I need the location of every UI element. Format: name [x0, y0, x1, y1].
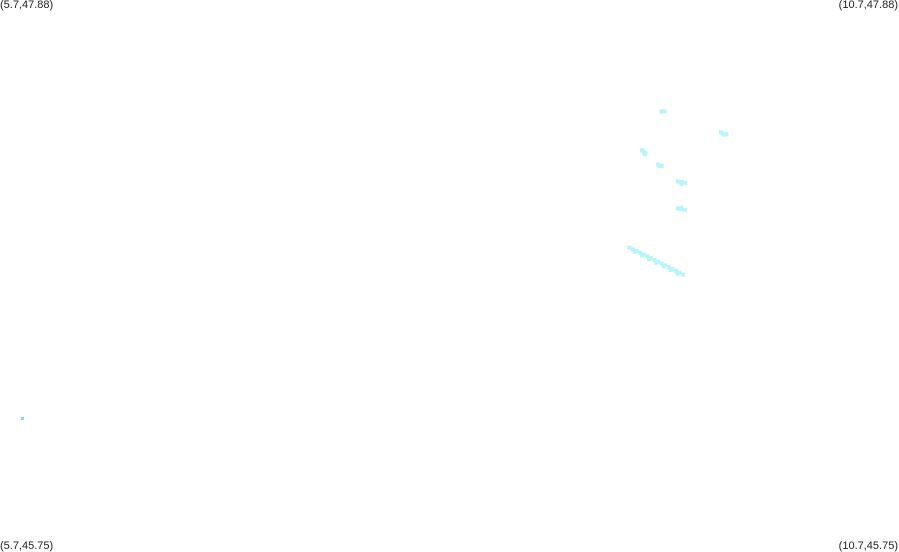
data-point — [642, 152, 647, 157]
data-point — [627, 245, 632, 250]
data-point — [659, 109, 664, 114]
corner-label-top-left: (5.7,47.88) — [0, 0, 54, 11]
data-point — [681, 272, 686, 277]
data-point — [679, 205, 684, 210]
data-point — [21, 417, 24, 420]
data-point — [654, 260, 659, 265]
corner-label-top-right: (10.7,47.88) — [838, 0, 898, 11]
data-point — [645, 254, 650, 259]
data-point — [724, 132, 729, 137]
corner-label-bottom-right: (10.7,45.75) — [838, 540, 898, 552]
data-point — [683, 207, 687, 212]
data-point — [638, 250, 643, 255]
data-point — [683, 180, 687, 185]
data-point — [630, 247, 635, 252]
data-point — [679, 179, 684, 184]
data-point — [662, 109, 667, 114]
data-point — [661, 264, 666, 269]
data-point — [639, 253, 644, 258]
data-point — [679, 182, 684, 186]
data-point — [675, 179, 680, 184]
data-point — [647, 257, 652, 262]
data-point — [675, 206, 680, 211]
data-point — [674, 268, 678, 273]
data-point — [675, 271, 680, 276]
corner-label-bottom-left: (5.7,45.75) — [0, 540, 54, 552]
data-point — [652, 257, 657, 262]
data-point — [659, 261, 664, 266]
data-point — [666, 265, 671, 270]
data-point — [632, 249, 637, 254]
data-point — [659, 163, 664, 168]
data-point — [668, 268, 673, 272]
